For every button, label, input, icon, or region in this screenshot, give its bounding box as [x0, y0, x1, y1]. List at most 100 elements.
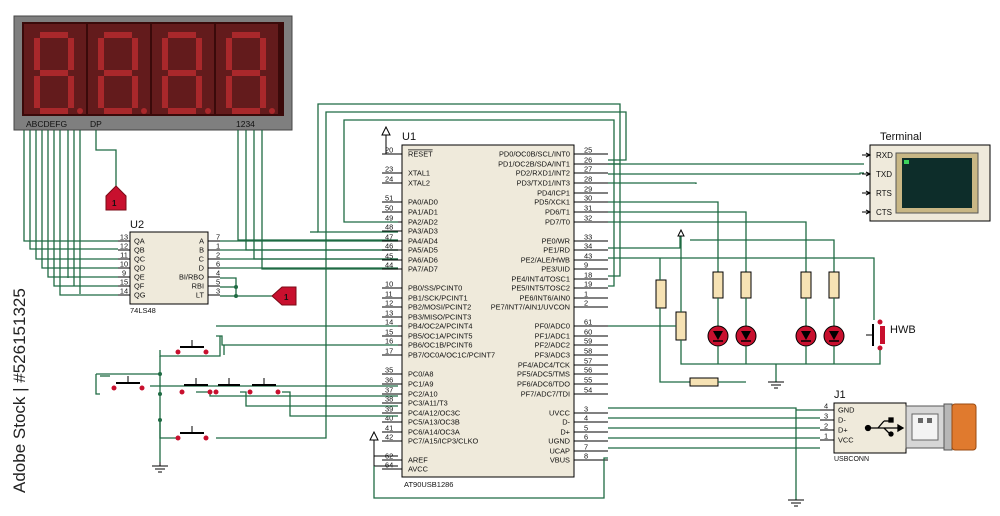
pin-name: PD3/TXD1/INT3 [517, 179, 570, 188]
pin-name: PC1/A9 [408, 380, 433, 389]
decoder-input-wires [220, 240, 398, 298]
pin-name: PD1/OC2B/SDA/INT1 [498, 160, 570, 169]
led [795, 271, 817, 364]
segment-label: ABCDEFG [26, 119, 67, 129]
pin-number: 26 [584, 156, 592, 165]
pin-name: QB [134, 246, 145, 255]
pin-name: PC3/A11/T3 [408, 399, 448, 408]
push-button-5 [247, 378, 281, 395]
pin-number: 9 [122, 269, 126, 278]
segment [68, 38, 74, 70]
pin-number: 16 [385, 337, 393, 346]
pin-name: PC5/A13/OC3B [408, 418, 460, 427]
pin-number: 12 [120, 242, 128, 251]
pin-name: PF3/ADC3 [535, 351, 570, 360]
pin-number: 11 [385, 290, 393, 299]
segment [168, 108, 196, 114]
pin-number: 56 [584, 366, 592, 375]
pin-number: 6 [584, 433, 588, 442]
pin-number: 33 [584, 233, 592, 242]
svg-text:1: 1 [112, 199, 117, 208]
pin-name: PD2/RXD1/INT2 [516, 169, 570, 178]
pin-name: A [199, 237, 204, 246]
pin-name: PC4/A12/OC3C [408, 409, 461, 418]
pin-number: 7 [216, 233, 220, 242]
segment [98, 76, 104, 108]
u2-part: 74LS48 [130, 306, 156, 315]
pin-number: 40 [385, 414, 393, 423]
pin-number: 51 [385, 194, 393, 203]
pin-name: UCAP [549, 447, 570, 456]
pin-name: QG [134, 291, 146, 300]
pin-number: 1 [216, 242, 220, 251]
pin-name: GND [838, 406, 854, 415]
pin-number: 15 [385, 328, 393, 337]
display-segment-wires [23, 130, 398, 296]
power-tag-decoder: 1 [271, 286, 297, 306]
push-button-6 [175, 426, 209, 441]
pin-name: PF6/ADC6/TDO [517, 380, 570, 389]
segment [104, 32, 132, 38]
pin-name: D- [562, 418, 570, 427]
display-digit [152, 24, 214, 114]
pin-name: PC0/A8 [408, 370, 433, 379]
pin-number: 55 [584, 376, 592, 385]
pin-number: 19 [584, 280, 592, 289]
pin-number: 60 [584, 328, 592, 337]
segment [34, 76, 40, 108]
pin-name: PC7/A15/ICP3/CLKO [408, 437, 478, 446]
pin-number: 49 [385, 214, 393, 223]
pin-number: 50 [385, 204, 393, 213]
pin-name: PD7/T0 [545, 218, 570, 227]
segment [104, 108, 132, 114]
led-resistor [828, 271, 840, 299]
display-digit [216, 24, 278, 114]
pin-name: C [199, 255, 205, 264]
pin-name: LT [196, 291, 205, 300]
pin-name: PA5/AD5 [408, 246, 438, 255]
display-digit [24, 24, 86, 114]
pin-name: PB5/OC1A/PCINT5 [408, 332, 472, 341]
pin-number: 10 [385, 280, 393, 289]
ground-symbol-buttons [152, 462, 168, 473]
led-resistor [712, 271, 724, 299]
pin-name: QD [134, 264, 145, 273]
pin-name: PF1/ADC1 [535, 332, 570, 341]
pin-number: 43 [584, 252, 592, 261]
pin-number: 27 [584, 165, 592, 174]
pin-number: 35 [385, 366, 393, 375]
pin-number: 58 [584, 347, 592, 356]
segment [132, 76, 138, 108]
pin-number: 41 [385, 424, 393, 433]
pin-name: PA2/AD2 [408, 218, 438, 227]
segment [40, 108, 68, 114]
pin-name: XTAL1 [408, 169, 430, 178]
segment [132, 38, 138, 70]
pin-number: 30 [584, 194, 592, 203]
led-resistor [800, 271, 812, 299]
pin-name: D+ [560, 428, 570, 437]
pin-number: 31 [584, 204, 592, 213]
segment [260, 76, 266, 108]
push-button-3 [179, 378, 213, 395]
upper-loop-wires [310, 103, 621, 287]
pin-name: PE6/INT6/AIN0 [519, 294, 570, 303]
segment [232, 70, 260, 76]
pin-name: QE [134, 273, 145, 282]
seven-segment-display: ABCDEFG DP 1234 [13, 15, 293, 131]
segment [68, 76, 74, 108]
pin-name: PF0/ADC0 [535, 322, 570, 331]
pin-name: BI/RBO [179, 273, 204, 282]
pin-number: 20 [385, 146, 393, 155]
pin-number: 39 [385, 405, 393, 414]
pin-name: PE3/UID [541, 265, 570, 274]
pin-name: UVCC [549, 409, 571, 418]
hwb-label: HWB [890, 324, 916, 336]
reset-power-arrow [381, 125, 398, 155]
pin-number: 14 [385, 318, 393, 327]
pin-name: B [199, 246, 204, 255]
pin-number: 4 [824, 402, 828, 411]
